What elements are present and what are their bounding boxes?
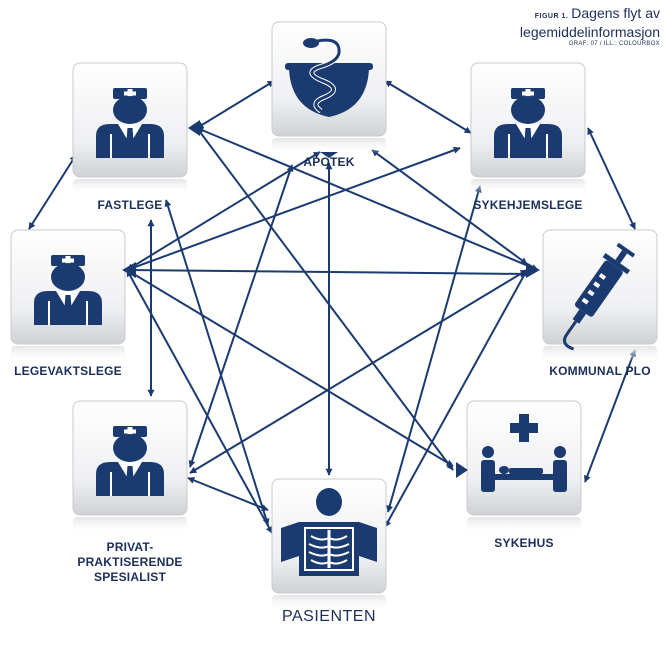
label-legevaktslege: LEGEVAKTSLEGE <box>14 364 122 378</box>
label-pasienten: PASIENTEN <box>282 608 376 625</box>
figure-credit: GRAF: 07 / ILL.: COLOURBOX <box>568 41 660 47</box>
label-privat-line2: PRAKTISERENDE <box>77 555 183 569</box>
figure-label: FIGUR 1. <box>534 13 569 20</box>
label-privat-line3: SPESIALIST <box>93 570 166 584</box>
hospital-icon <box>481 414 567 492</box>
node-sykehjemslege <box>470 62 586 196</box>
node-fastlege <box>72 62 188 196</box>
figure-header: FIGUR 1.Dagens flyt av legemiddelinforma… <box>520 6 660 49</box>
label-privat-line1: PRIVAT- <box>106 540 154 554</box>
connector-nubs <box>122 120 540 478</box>
label-sykehjemslege: SYKEHJEMSLEGE <box>473 198 583 212</box>
syringe-icon <box>562 242 636 351</box>
figure-title-line2: legemiddelinformasjon <box>519 24 660 40</box>
figure-title-line1: Dagens flyt av <box>571 5 660 21</box>
node-kommunal-plo <box>542 229 658 363</box>
label-apotek: APOTEK <box>303 155 355 169</box>
node-sykehus <box>466 400 582 534</box>
xray-icon <box>281 488 377 576</box>
node-legevaktslege <box>10 229 126 363</box>
label-privat-spesialist: PRIVAT- PRAKTISERENDE SPESIALIST <box>65 540 195 585</box>
arrows <box>28 80 637 534</box>
node-privat-spesialist <box>72 400 188 534</box>
node-apotek <box>271 21 387 155</box>
pharmacy-icon <box>285 37 373 117</box>
label-sykehus: SYKEHUS <box>494 536 554 550</box>
node-pasienten <box>271 478 387 612</box>
label-kommunal-plo: KOMMUNAL PLO <box>549 364 651 378</box>
label-fastlege: FASTLEGE <box>97 198 163 212</box>
